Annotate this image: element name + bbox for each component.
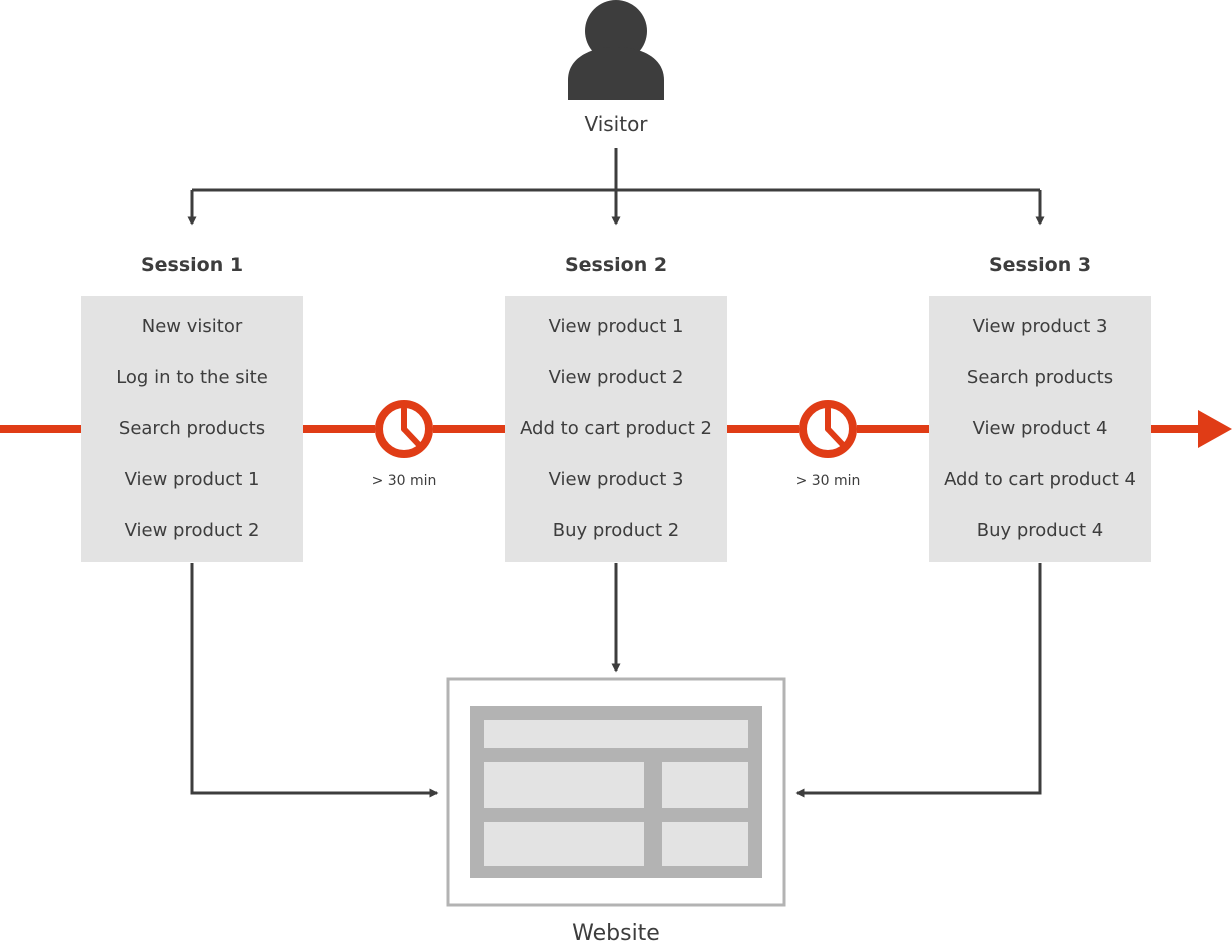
website-layout-icon (446, 677, 786, 907)
session-box-1[interactable]: New visitor Log in to the site Search pr… (81, 296, 303, 562)
session-event: Log in to the site (116, 367, 268, 389)
session3-to-website-connector (795, 563, 1042, 798)
session-event: View product 4 (972, 417, 1108, 439)
session-event: View product 2 (124, 519, 260, 541)
session-event: Buy product 2 (552, 519, 680, 541)
session-title-2: Session 2 (564, 254, 668, 276)
session-gap-label-1: > 30 min (371, 473, 437, 489)
session1-to-website-connector (190, 563, 439, 798)
session-box-3[interactable]: View product 3 Search products View prod… (929, 296, 1151, 562)
session-event: New visitor (141, 316, 243, 338)
person-icon (568, 0, 664, 100)
session-gap-label-2: > 30 min (795, 473, 861, 489)
session-event: Search products (118, 417, 266, 439)
session-title-3: Session 3 (988, 254, 1092, 276)
clock-icon (375, 400, 433, 458)
session-event: View product 3 (548, 468, 684, 490)
session-box-2[interactable]: View product 1 View product 2 Add to car… (505, 296, 727, 562)
visitor-label: Visitor (584, 112, 648, 136)
session-event: Buy product 4 (976, 519, 1104, 541)
session-event: View product 3 (972, 316, 1108, 338)
session-event: Add to cart product 2 (520, 417, 712, 439)
visitor-branch-connector (187, 148, 1045, 226)
clock-icon (799, 400, 857, 458)
session-event: View product 2 (548, 367, 684, 389)
session-event: Search products (966, 367, 1114, 389)
session-event: View product 1 (548, 316, 684, 338)
website-label: Website (572, 921, 660, 946)
session-title-1: Session 1 (140, 254, 244, 276)
session-event: View product 1 (124, 468, 260, 490)
session-event: Add to cart product 4 (944, 468, 1136, 490)
timeline-end-arrowhead (1198, 410, 1232, 448)
